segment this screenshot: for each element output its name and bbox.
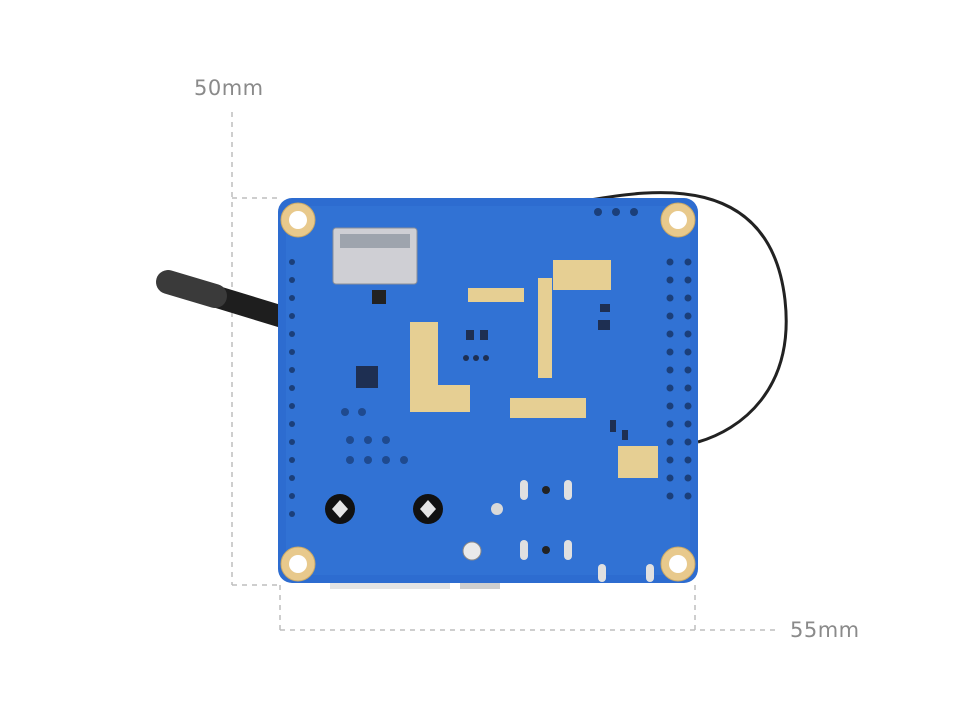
height-dimension-label: 50mm [194, 76, 264, 100]
right-pin-header [666, 258, 692, 500]
width-dimension-label: 55mm [790, 618, 860, 642]
left-pin-header [289, 259, 295, 517]
antenna-wire [589, 191, 788, 444]
dimension-lines [231, 112, 778, 631]
bottom-components [325, 480, 654, 582]
gold-pads [410, 260, 658, 478]
antenna-cable [156, 270, 297, 329]
